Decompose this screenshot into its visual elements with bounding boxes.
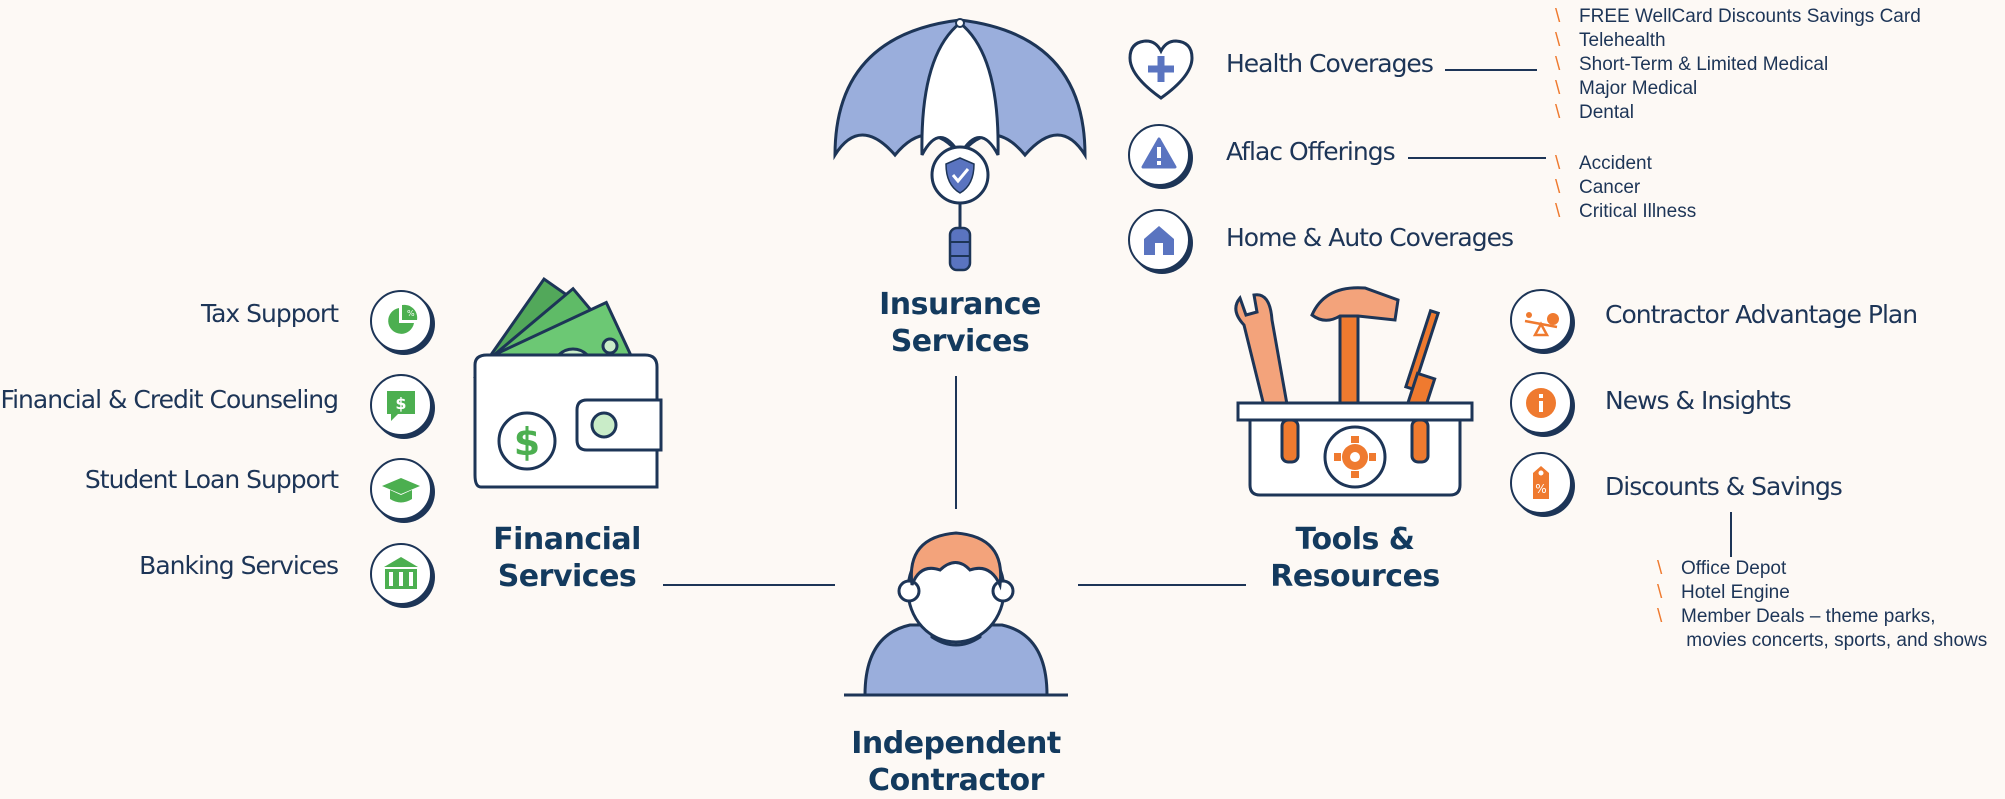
tools-to-contractor-line xyxy=(1078,584,1246,586)
insurance-title-line1: Insurance xyxy=(879,287,1041,322)
health-coverages-label: Health Coverages xyxy=(1226,49,1434,78)
contractor-title-line1: Independent xyxy=(851,726,1061,761)
financial-title-line1: Financial xyxy=(493,522,641,557)
list-item: \Dental xyxy=(1555,102,1634,123)
list-item-text: Telehealth xyxy=(1579,30,1666,51)
price-tag-icon: % xyxy=(1510,452,1572,514)
list-item: \Telehealth xyxy=(1555,30,1666,51)
wallet-illustration: $ xyxy=(473,276,663,489)
svg-text:%: % xyxy=(407,309,415,318)
list-item: \Cancer xyxy=(1555,177,1641,198)
tools-resources-heading: Tools & Resources xyxy=(1255,521,1455,595)
list-item: \Major Medical xyxy=(1555,78,1698,99)
svg-text:%: % xyxy=(1535,482,1546,496)
pie-chart-icon: % xyxy=(370,290,432,352)
list-item: \Office Depot xyxy=(1657,558,1787,579)
list-item-text: Accident xyxy=(1579,153,1652,174)
insurance-services-heading: Insurance Services xyxy=(860,286,1060,360)
financial-services-heading: Financial Services xyxy=(467,521,667,595)
health-sublist: \FREE WellCard Discounts Savings Card \T… xyxy=(1555,5,1921,125)
discounts-connector-line xyxy=(1730,512,1732,557)
list-item-text: Cancer xyxy=(1579,177,1641,198)
banking-services-label: Banking Services xyxy=(139,551,339,580)
tax-support-label: Tax Support xyxy=(200,299,339,328)
list-item-text: Critical Illness xyxy=(1579,201,1697,222)
list-item: \Member Deals – theme parks, xyxy=(1657,606,1936,627)
list-item-text: Office Depot xyxy=(1681,558,1787,579)
svg-text:$: $ xyxy=(514,420,540,464)
list-item-text: movies concerts, sports, and shows xyxy=(1681,630,1988,651)
list-item: \Short-Term & Limited Medical xyxy=(1555,54,1829,75)
financial-title-line2: Services xyxy=(497,559,637,594)
list-item-text: Hotel Engine xyxy=(1681,582,1790,603)
aflac-offerings-label: Aflac Offerings xyxy=(1226,137,1396,166)
insurance-to-contractor-line xyxy=(955,376,957,509)
contractor-illustration xyxy=(844,531,1068,697)
contractor-advantage-plan-label: Contractor Advantage Plan xyxy=(1605,300,1918,329)
aflac-connector-line xyxy=(1408,157,1546,159)
financial-credit-counseling-label: Financial & Credit Counseling xyxy=(0,385,339,414)
list-item: \Hotel Engine xyxy=(1657,582,1790,603)
list-item-text: Major Medical xyxy=(1579,78,1698,99)
insurance-title-line2: Services xyxy=(890,324,1030,359)
news-insights-label: News & Insights xyxy=(1605,386,1792,415)
student-loan-support-label: Student Loan Support xyxy=(84,465,339,494)
house-icon xyxy=(1128,209,1190,271)
discounts-sublist: \Office Depot \Hotel Engine \Member Deal… xyxy=(1657,557,1987,653)
list-item-text: Dental xyxy=(1579,102,1634,123)
discounts-savings-label: Discounts & Savings xyxy=(1605,472,1843,501)
health-connector-line xyxy=(1445,69,1537,71)
home-auto-coverages-label: Home & Auto Coverages xyxy=(1226,223,1514,252)
list-item: \FREE WellCard Discounts Savings Card xyxy=(1555,6,1921,27)
list-item-text: Member Deals – theme parks, xyxy=(1681,606,1936,627)
tools-title-line1: Tools & xyxy=(1295,522,1415,557)
heart-plus-icon xyxy=(1128,38,1194,100)
aflac-sublist: \Accident \Cancer \Critical Illness xyxy=(1555,152,1696,224)
info-icon xyxy=(1510,372,1572,434)
contractor-title-line2: Contractor xyxy=(868,763,1044,798)
financial-to-contractor-line xyxy=(663,584,835,586)
tools-title-line2: Resources xyxy=(1270,559,1440,594)
toolbox-illustration xyxy=(1234,286,1474,497)
list-item: \Critical Illness xyxy=(1555,201,1697,222)
list-item: movies concerts, sports, and shows xyxy=(1657,629,1987,653)
warning-icon xyxy=(1128,124,1190,186)
list-item: \Accident xyxy=(1555,153,1652,174)
umbrella-illustration xyxy=(833,18,1087,272)
dollar-chat-icon: $ xyxy=(370,374,432,436)
svg-text:$: $ xyxy=(395,394,406,413)
list-item-text: FREE WellCard Discounts Savings Card xyxy=(1579,6,1921,27)
independent-contractor-heading: Independent Contractor xyxy=(836,725,1076,799)
list-item-text: Short-Term & Limited Medical xyxy=(1579,54,1829,75)
graduation-cap-icon xyxy=(370,458,432,520)
seesaw-icon xyxy=(1510,289,1572,351)
bank-icon xyxy=(370,543,432,605)
